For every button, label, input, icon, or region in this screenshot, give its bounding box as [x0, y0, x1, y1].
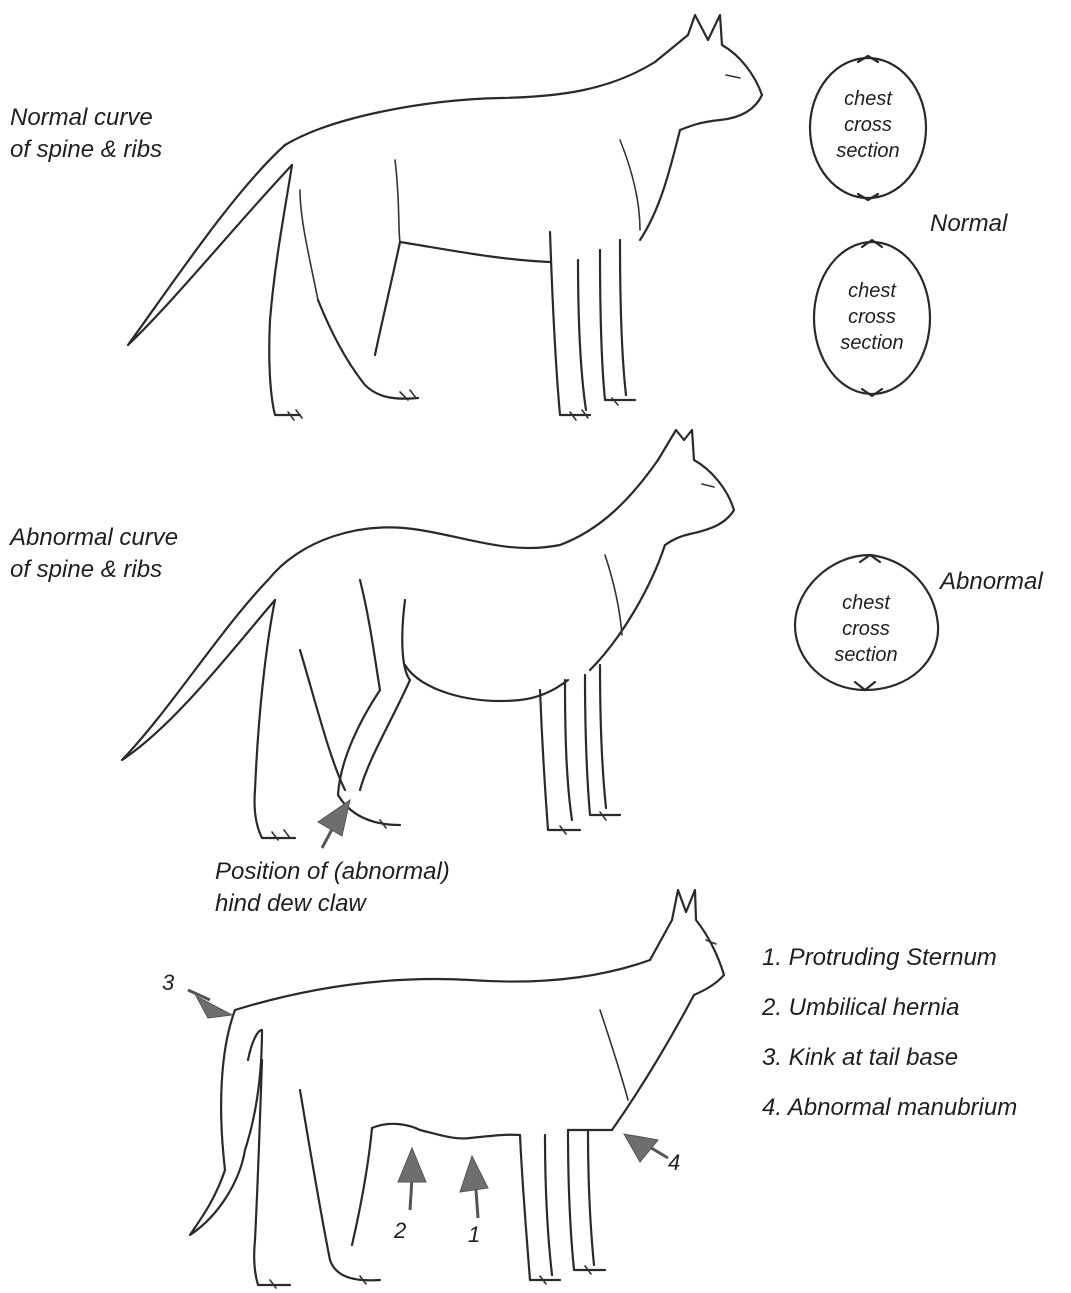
abnormal-curve-label: Abnormal curve of spine & ribs [10, 522, 178, 586]
legend-item-3: 3. Kink at tail base [762, 1044, 958, 1072]
marker-1: 1 [468, 1222, 480, 1248]
cat-annotated [190, 890, 724, 1288]
chest-cross-section-text-3: chest cross section [806, 590, 926, 668]
normal-label: Normal [930, 208, 1007, 240]
marker-4: 4 [668, 1150, 680, 1176]
dew-claw-arrow [318, 800, 350, 836]
chest-cross-section-text-1: chest cross section [808, 86, 928, 164]
abnormal-label: Abnormal [940, 566, 1043, 598]
cat-abnormal [122, 430, 734, 840]
dew-claw-label: Position of (abnormal) hind dew claw [215, 856, 450, 920]
marker-3: 3 [162, 970, 174, 996]
arrow-2 [398, 1148, 426, 1182]
legend-item-4: 4. Abnormal manubrium [762, 1094, 1017, 1122]
normal-curve-label: Normal curve of spine & ribs [10, 102, 162, 166]
arrow-1 [460, 1156, 488, 1192]
marker-2: 2 [394, 1218, 406, 1244]
legend-item-1: 1. Protruding Sternum [762, 944, 997, 972]
chest-cross-section-text-2: chest cross section [812, 278, 932, 356]
arrow-3 [196, 996, 232, 1018]
cat-normal [128, 15, 762, 420]
legend-item-2: 2. Umbilical hernia [762, 994, 959, 1022]
